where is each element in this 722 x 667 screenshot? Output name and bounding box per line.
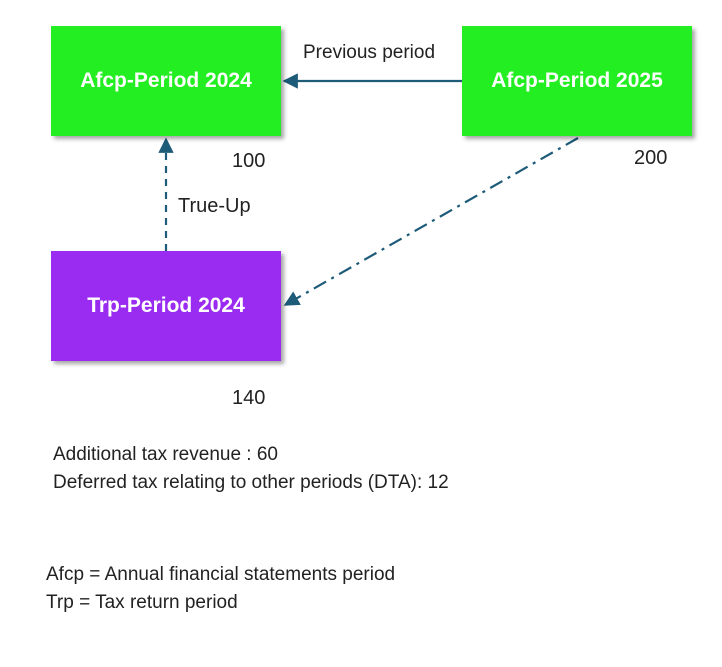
afcp-period-2025-label: Afcp-Period 2025 <box>491 69 663 92</box>
afcp-period-2025-value: 200 <box>634 147 668 169</box>
afcp-period-2024-value: 100 <box>232 150 266 172</box>
additional-tax-revenue-text: Additional tax revenue : 60 <box>53 444 278 465</box>
abbreviation-legend: Afcp = Annual financial statements perio… <box>46 561 395 617</box>
previous-period-label: Previous period <box>303 42 436 63</box>
legend-afcp: Afcp = Annual financial statements perio… <box>46 564 396 585</box>
deferred-tax-text: Deferred tax relating to other periods (… <box>53 472 449 493</box>
trp-period-2024-value: 140 <box>232 387 266 409</box>
true-up-label: True-Up <box>178 195 251 217</box>
summary-notes: Additional tax revenue : 60 Deferred tax… <box>53 441 449 497</box>
afcp-period-2024-box: Afcp-Period 2024 <box>51 26 281 136</box>
afcp2025-to-trp2024-arrow <box>283 137 579 306</box>
legend-trp: Trp = Tax return period <box>46 592 238 613</box>
trp-period-2024-box: Trp-Period 2024 <box>51 251 281 361</box>
afcp-period-2025-box: Afcp-Period 2025 <box>462 26 692 136</box>
afcp-period-2024-label: Afcp-Period 2024 <box>80 69 252 92</box>
trp-period-2024-label: Trp-Period 2024 <box>87 294 245 317</box>
